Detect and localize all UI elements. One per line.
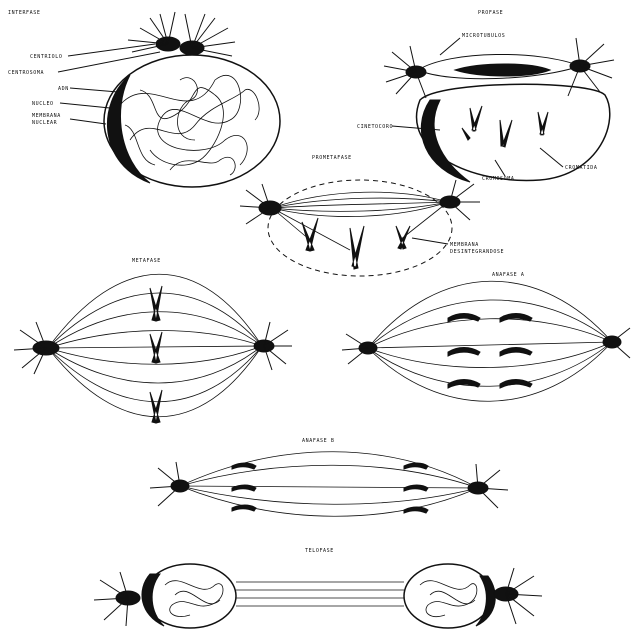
- anafase-a-asters: [342, 328, 630, 364]
- profase-aster-left: [384, 46, 426, 98]
- label-centrosoma: CENTROSOMA: [8, 70, 44, 76]
- label-membrana-des-2: DESINTEGRANDOSE: [450, 249, 504, 255]
- profase-panel: PROFASE MICROTUBULOS CINETOCORO CROMATID…: [357, 10, 614, 182]
- metafase-title: METAFASE: [132, 258, 161, 264]
- anafase-b-panel: ANAFASE B: [150, 438, 508, 516]
- anafase-a-title: ANAFASE A: [492, 272, 525, 278]
- prometafase-leader: [412, 238, 448, 244]
- anafase-a-spindle: [368, 281, 612, 401]
- label-centriolo: CENTRIOLO: [30, 54, 63, 60]
- telofase-panel: TELOFASE: [94, 548, 542, 628]
- metafase-panel: METAFASE: [14, 258, 292, 423]
- profase-spindle-core: [455, 64, 550, 76]
- telofase-midbody: [236, 582, 404, 606]
- label-membrana-nuclear-1: MEMBRANA: [32, 113, 61, 119]
- telofase-title: TELOFASE: [305, 548, 334, 554]
- telofase-left-shadow: [142, 574, 164, 626]
- anafase-b-spindle: [180, 452, 478, 517]
- anafase-b-title: ANAFASE B: [302, 438, 335, 444]
- anafase-a-chromatids: [448, 314, 532, 389]
- metafase-spindle: [48, 274, 262, 417]
- telofase-right-nucleus: [404, 564, 492, 628]
- interfase-centrosomes: [128, 12, 235, 56]
- metafase-chromosomes: [150, 286, 162, 423]
- prometafase-asters: [240, 180, 480, 224]
- prometafase-title: PROMETAFASE: [312, 155, 352, 161]
- label-microtubulos: MICROTUBULOS: [462, 33, 505, 39]
- anafase-a-panel: ANAFASE A: [342, 272, 630, 401]
- label-cinetocoro: CINETOCORO: [357, 124, 393, 130]
- telofase-left-chromatin: [165, 581, 223, 617]
- prometafase-chromosomes: [302, 218, 410, 269]
- label-adn: ADN: [58, 86, 69, 92]
- label-membrana-nuclear-2: NUCLEAR: [32, 120, 58, 126]
- label-nucleo: NUCLEO: [32, 101, 54, 107]
- anafase-b-chromatids: [232, 463, 428, 513]
- interfase-title: INTERFASE: [8, 10, 41, 16]
- label-membrana-des-1: MEMBRANA: [450, 242, 479, 248]
- profase-title: PROFASE: [478, 10, 503, 16]
- profase-membrane-shadow: [421, 100, 470, 182]
- telofase-right-chromatin: [420, 581, 477, 617]
- prometafase-panel: PROMETAFASE MEMBRANA DESINTEGRANDOSE: [240, 155, 504, 276]
- interfase-panel: INTERFASE CENTRIOLO CENTROSOMA ADN NUCLE…: [8, 10, 280, 187]
- anafase-b-asters: [150, 462, 508, 508]
- profase-chromosomes: [462, 106, 548, 147]
- interfase-chromatin: [120, 75, 259, 175]
